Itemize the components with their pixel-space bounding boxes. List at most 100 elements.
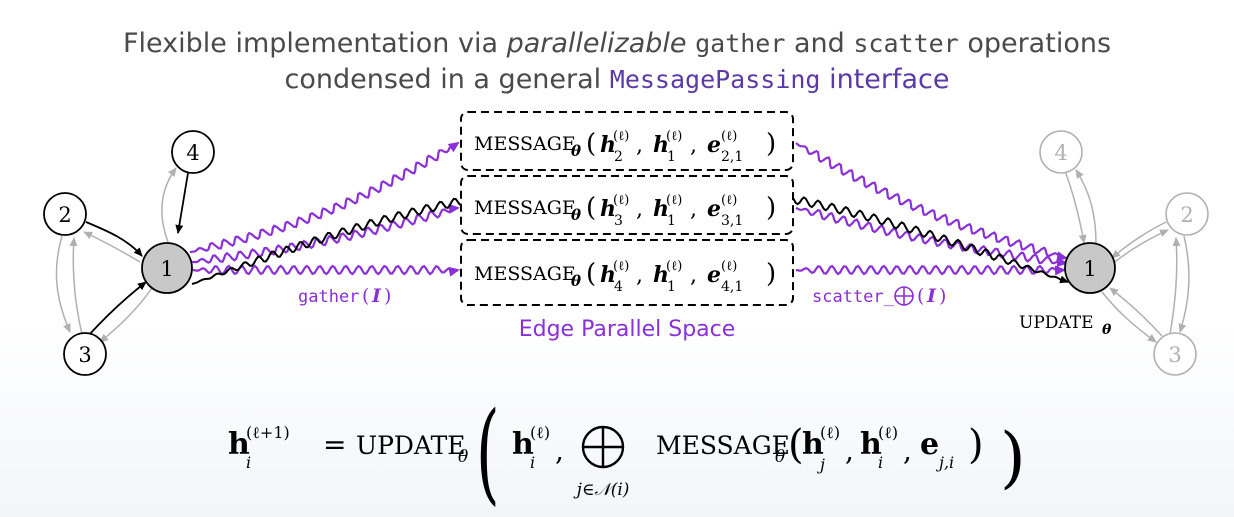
left-node-1 (141, 242, 193, 294)
svg-text:3,1: 3,1 (721, 213, 743, 229)
edge-1-to-4 (161, 167, 177, 243)
svg-text:(ℓ): (ℓ) (820, 423, 840, 442)
left-node-2 (43, 192, 87, 236)
right-node-1 (1064, 242, 1116, 294)
svg-text:e: e (707, 132, 721, 158)
svg-text:): ) (968, 422, 984, 468)
message-boxes (460, 111, 794, 306)
right-node-4-label: 4 (1054, 141, 1067, 165)
svg-text:j∈𝒩(i): j∈𝒩(i) (573, 480, 630, 500)
left-graph-nodes: 4 2 1 3 (43, 130, 215, 376)
svg-text:h: h (600, 132, 616, 158)
right-node-3-label: 3 (1168, 343, 1181, 367)
right-edge-2-to-3 (1178, 235, 1190, 333)
right-edge-3-to-2 (1169, 237, 1181, 335)
title-line-2: condensed in a general MessagePassing in… (284, 64, 950, 95)
svg-text:I: I (926, 285, 937, 307)
right-graph-edges (1063, 167, 1190, 343)
right-node-3 (1153, 332, 1197, 376)
svg-text:h: h (600, 262, 616, 288)
title-line-1: Flexible implementation via parallelizab… (122, 28, 1112, 59)
svg-text:i: i (530, 453, 535, 472)
svg-text:θ: θ (458, 447, 468, 467)
edge-1-to-3 (99, 287, 153, 343)
svg-text:(ℓ): (ℓ) (613, 129, 629, 144)
right-edge-3-to-1 (1109, 287, 1163, 337)
right-edge-1-to-2 (1111, 229, 1169, 265)
edge-1-to-2 (83, 231, 141, 263)
svg-text:,: , (690, 197, 697, 222)
svg-text:3: 3 (614, 213, 623, 229)
svg-text:(ℓ+1): (ℓ+1) (246, 423, 290, 442)
svg-text:h: h (653, 262, 669, 288)
message-box-1 (460, 111, 794, 171)
svg-text:θ: θ (571, 206, 581, 224)
edge-2-to-1 (85, 221, 143, 257)
scatter-label: scatter_ ( I ) (812, 285, 946, 307)
svg-text:=: = (323, 428, 346, 461)
right-edge-1-to-4 (1075, 169, 1097, 244)
svg-text:MESSAGE: MESSAGE (474, 133, 576, 155)
svg-text:h: h (802, 427, 824, 462)
gather-arrow-1 (189, 141, 460, 254)
svg-text:I: I (371, 285, 382, 307)
message-box-3 (460, 239, 794, 306)
svg-text:(ℓ): (ℓ) (721, 193, 737, 208)
left-node-3-label: 3 (78, 343, 91, 367)
svg-text:e: e (707, 196, 721, 222)
svg-text:θ: θ (571, 142, 581, 160)
svg-text:e: e (707, 262, 721, 288)
left-node-1-label: 1 (160, 257, 173, 281)
svg-text:e: e (920, 427, 939, 462)
svg-text:MESSAGE: MESSAGE (474, 263, 576, 285)
left-node-4-label: 4 (186, 141, 199, 165)
right-edge-1-to-3 (1101, 291, 1157, 343)
message-box-2-text: MESSAGE θ ( h (ℓ) 3 , h (ℓ) 1 , e (ℓ) 3,… (474, 193, 776, 229)
svg-text:(: ( (362, 285, 369, 307)
update-label: UPDATE θ (1019, 313, 1112, 338)
svg-text:): ) (1000, 419, 1026, 496)
update-equation: h (ℓ+1) i = UPDATE θ ( h (ℓ) i , j∈𝒩(i) … (228, 388, 1026, 516)
svg-text:(: ( (586, 193, 596, 223)
svg-text:h: h (600, 196, 616, 222)
svg-text:(ℓ): (ℓ) (721, 129, 737, 144)
svg-text:,: , (690, 263, 697, 288)
left-node-2-label: 2 (58, 203, 71, 227)
right-edge-2-to-1 (1111, 221, 1167, 259)
left-node-3 (63, 332, 107, 376)
svg-text:4: 4 (614, 279, 623, 295)
edge-3-to-1 (87, 281, 147, 337)
svg-text:(: ( (917, 285, 924, 307)
svg-text:1: 1 (667, 279, 676, 295)
svg-text:gather: gather (298, 287, 359, 307)
svg-text:scatter_: scatter_ (812, 287, 895, 307)
gather-arrow-3 (192, 264, 460, 277)
svg-text:(ℓ): (ℓ) (666, 129, 682, 144)
svg-text:i: i (878, 453, 883, 472)
svg-text:UPDATE: UPDATE (356, 431, 466, 460)
svg-text:UPDATE: UPDATE (1019, 313, 1094, 333)
svg-text:(ℓ): (ℓ) (530, 423, 550, 442)
svg-text:(ℓ): (ℓ) (613, 259, 629, 274)
svg-text:,: , (845, 434, 854, 467)
svg-text:): ) (384, 285, 391, 307)
edge-4-to-1 (175, 172, 189, 234)
svg-text:(: ( (586, 259, 596, 289)
scatter-arrow-1 (795, 142, 1068, 262)
svg-text:,: , (636, 197, 643, 222)
svg-text:(ℓ): (ℓ) (613, 193, 629, 208)
message-box-2 (460, 175, 794, 235)
right-node-4 (1039, 130, 1083, 174)
svg-text:1: 1 (667, 149, 676, 165)
svg-text:4,1: 4,1 (721, 279, 743, 295)
svg-text:h: h (653, 196, 669, 222)
svg-text:2: 2 (614, 149, 623, 165)
svg-text:θ: θ (571, 272, 581, 290)
svg-text:h: h (228, 427, 250, 462)
gather-arrows (189, 141, 1068, 277)
svg-text:h: h (860, 427, 882, 462)
svg-text:): ) (766, 193, 776, 223)
edge-2-to-3 (55, 235, 71, 333)
edge-3-to-2 (69, 237, 83, 335)
